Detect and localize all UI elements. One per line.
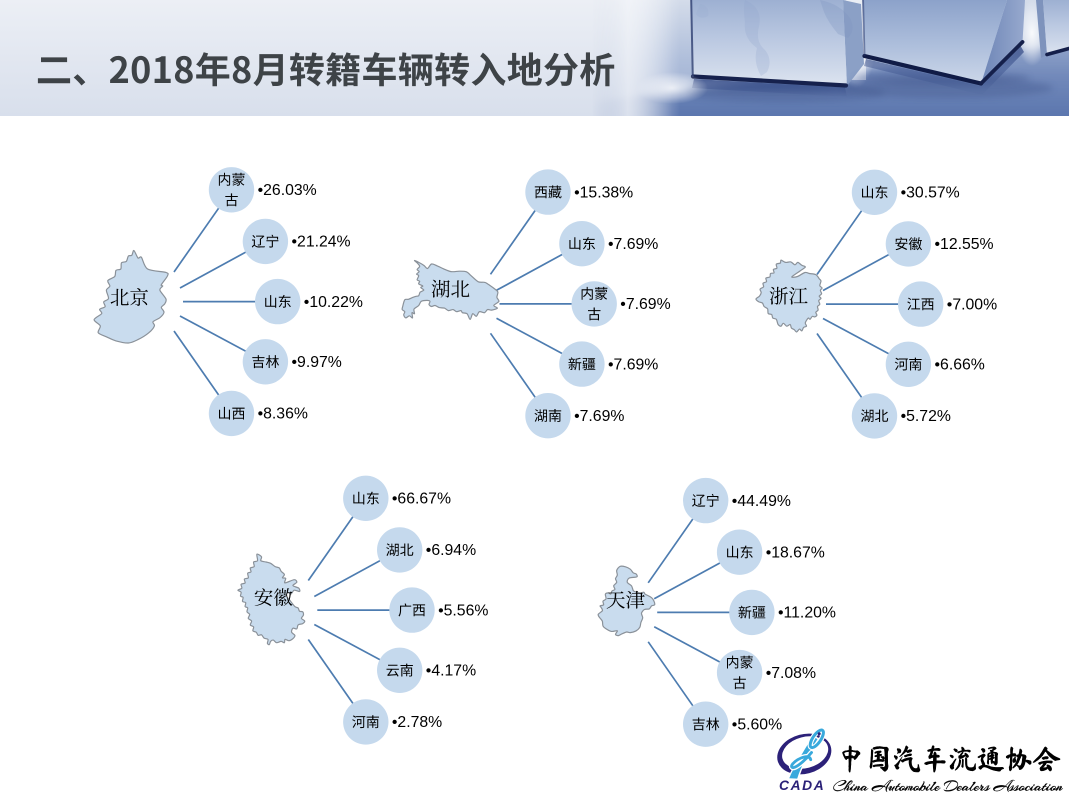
svg-text:•7.00%: •7.00%	[947, 296, 997, 313]
svg-text:•8.36%: •8.36%	[258, 406, 308, 423]
svg-text:•21.24%: •21.24%	[292, 234, 351, 251]
svg-text:•7.08%: •7.08%	[766, 665, 816, 682]
svg-text:•5.60%: •5.60%	[732, 716, 782, 733]
svg-text:•10.22%: •10.22%	[304, 294, 363, 311]
svg-text:•30.57%: •30.57%	[901, 185, 960, 202]
svg-text:•11.20%: •11.20%	[778, 605, 836, 622]
svg-text:CADA: CADA	[779, 778, 825, 793]
svg-text:•15.38%: •15.38%	[574, 184, 633, 201]
svg-text:•12.55%: •12.55%	[935, 236, 994, 253]
svg-text:•44.49%: •44.49%	[732, 493, 791, 510]
svg-text:•6.94%: •6.94%	[426, 542, 476, 559]
svg-text:•7.69%: •7.69%	[620, 296, 670, 313]
svg-text:•5.72%: •5.72%	[901, 408, 951, 425]
svg-text:•7.69%: •7.69%	[574, 408, 624, 425]
svg-text:•5.56%: •5.56%	[438, 602, 488, 619]
svg-text:•18.67%: •18.67%	[766, 544, 825, 561]
svg-text:•7.69%: •7.69%	[608, 356, 658, 373]
svg-text:•4.17%: •4.17%	[426, 663, 476, 680]
svg-text:•9.97%: •9.97%	[292, 354, 342, 371]
svg-text:•7.69%: •7.69%	[608, 236, 658, 253]
svg-text:•6.66%: •6.66%	[935, 357, 985, 374]
svg-text:•26.03%: •26.03%	[258, 182, 317, 199]
svg-text:•66.67%: •66.67%	[392, 491, 451, 508]
svg-text:•2.78%: •2.78%	[392, 714, 442, 731]
